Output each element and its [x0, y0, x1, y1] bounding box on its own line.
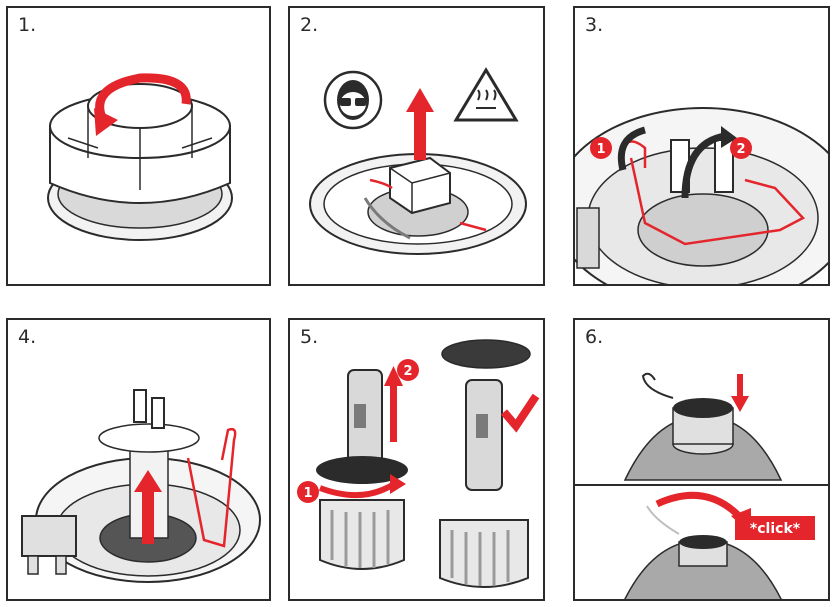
step-5-illustration: 1 2: [297, 339, 540, 588]
step-6-illustration: *click*: [575, 372, 828, 599]
step-2-illustration: [309, 67, 527, 255]
step-number: 5.: [300, 326, 319, 348]
svg-text:*click*: *click*: [750, 521, 801, 537]
led-bulb-left: [316, 369, 408, 570]
step-2-panel: 2.: [288, 6, 545, 286]
step-badge-2: 2: [397, 359, 419, 381]
step-4-panel: 4.: [6, 318, 271, 601]
pull-up-arrow: [142, 490, 154, 544]
rotate-arrow: [318, 481, 396, 499]
hot-surface-warning-icon: [453, 67, 519, 122]
step-number: 4.: [18, 326, 37, 348]
rotate-arrow: [655, 491, 742, 519]
step-number: 6.: [585, 326, 604, 348]
step-3-illustration: 1 2: [575, 107, 828, 284]
retaining-clip: [629, 157, 806, 246]
step-1-illustration: [47, 73, 233, 241]
led-bulb-right: [439, 339, 531, 588]
svg-text:2: 2: [736, 142, 745, 157]
step-badge-1: 1: [590, 137, 612, 159]
connector-block: [21, 515, 77, 557]
step-4-illustration: [21, 389, 261, 583]
push-down-arrow: [737, 374, 743, 398]
rotate-arrow: [95, 73, 191, 122]
check-icon: [500, 393, 540, 433]
connector-block: [389, 156, 451, 215]
step-badge-2: 2: [730, 137, 752, 159]
step-badge-1: 1: [297, 481, 319, 503]
pull-up-arrow: [414, 108, 426, 160]
wear-goggles-icon: [323, 70, 383, 130]
step-number: 3.: [585, 14, 604, 36]
svg-text:1: 1: [303, 486, 312, 501]
step-number: 1.: [18, 14, 37, 36]
retaining-clip: [186, 427, 237, 548]
svg-text:1: 1: [596, 142, 605, 157]
click-label-badge: *click*: [735, 516, 815, 540]
step-6-panel: 6. *click*: [573, 318, 830, 601]
step-3-panel: 3. 1 2: [573, 6, 830, 286]
svg-text:2: 2: [403, 364, 412, 379]
step-1-panel: 1.: [6, 6, 271, 286]
step-5-panel: 5. 1 2: [288, 318, 545, 601]
insert-up-arrow: [390, 382, 397, 442]
step-number: 2.: [300, 14, 319, 36]
